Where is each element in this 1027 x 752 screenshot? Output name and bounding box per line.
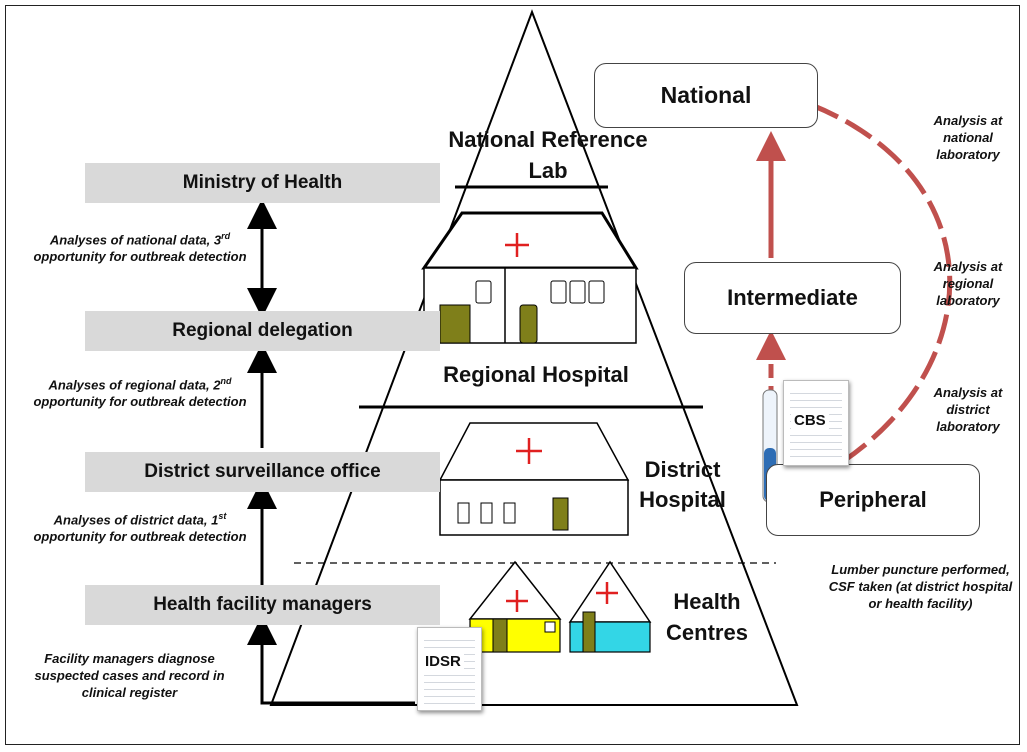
window-icon bbox=[503, 502, 516, 524]
diagram-frame bbox=[5, 5, 1020, 745]
regional-delegation-bar: Regional delegation bbox=[85, 311, 440, 351]
district-hospital-icon bbox=[438, 422, 630, 536]
door-icon bbox=[439, 304, 471, 344]
up-arrow bbox=[247, 615, 415, 705]
district-lab-analysis-note: Analysis at district laboratory bbox=[933, 385, 1003, 434]
intermediate-lab-level-box: Intermediate bbox=[684, 262, 901, 334]
national-lab-level-box: National bbox=[594, 63, 818, 128]
window-icon bbox=[475, 280, 492, 304]
regional-lab-analysis-note: Analysis at regional laboratory bbox=[933, 259, 1003, 308]
idsr-form-image: IDSR bbox=[417, 627, 482, 711]
health-centre-cyan-icon bbox=[568, 560, 652, 653]
peripheral-lab-level-box: Peripheral bbox=[766, 464, 980, 536]
red-cross-icon bbox=[516, 438, 542, 464]
window-icon bbox=[550, 280, 567, 304]
reporting-arrows bbox=[247, 199, 415, 705]
national-analysis-note: Analyses of national data, 3rd opportuni… bbox=[33, 231, 247, 265]
cbs-form-label: CBS bbox=[791, 411, 829, 430]
regional-analysis-note: Analyses of regional data, 2nd opportuni… bbox=[33, 376, 247, 410]
regional-hospital-label: Regional Hospital bbox=[443, 362, 629, 387]
window-icon bbox=[569, 280, 586, 304]
idsr-form-label: IDSR bbox=[422, 652, 464, 671]
health-centres-label: Health Centres bbox=[666, 589, 748, 645]
window-icon bbox=[480, 502, 493, 524]
cbs-form-image: CBS bbox=[783, 380, 849, 466]
district-analysis-note: Analyses of district data, 1st opportuni… bbox=[33, 511, 247, 545]
national-lab-analysis-note: Analysis at national laboratory bbox=[933, 113, 1003, 162]
health-facility-managers-bar: Health facility managers bbox=[85, 585, 440, 625]
window-icon bbox=[457, 502, 470, 524]
door-icon bbox=[552, 497, 569, 531]
red-cross-icon bbox=[505, 233, 529, 257]
national-reference-lab-label: National Reference Lab bbox=[448, 127, 648, 183]
health-centre-yellow-icon bbox=[468, 560, 562, 653]
ministry-of-health-bar: Ministry of Health bbox=[85, 163, 440, 203]
peripheral-to-national-arrow bbox=[775, 87, 953, 485]
pyramid-outline bbox=[269, 9, 799, 706]
lumbar-puncture-note: Lumber puncture performed, CSF taken (at… bbox=[828, 562, 1013, 611]
window-icon bbox=[588, 280, 605, 304]
regional-hospital-icon bbox=[421, 211, 639, 344]
facility-managers-note: Facility managers diagnose suspected cas… bbox=[34, 651, 225, 700]
district-surveillance-office-bar: District surveillance office bbox=[85, 452, 440, 492]
door-icon bbox=[519, 304, 538, 344]
district-hospital-label: District Hospital bbox=[639, 457, 726, 512]
